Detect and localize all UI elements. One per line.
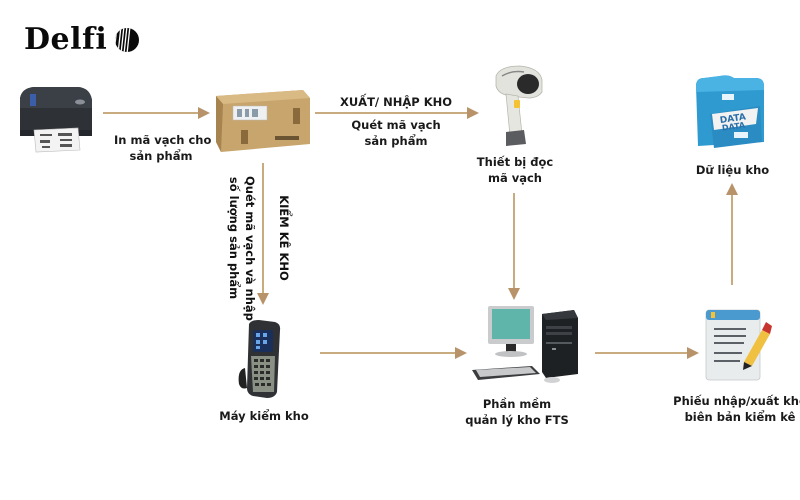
edge-label-print-line1: In mã vạch cho <box>114 133 212 147</box>
edge-label-inventory-line1: Quét mã vạch và nhập <box>243 176 257 321</box>
node-label-document-line1: Phiếu nhập/xuất kho <box>673 394 800 408</box>
edge-label-inventory-line2: số lượng sản phẩm <box>227 176 241 300</box>
cardboard-box-icon <box>216 90 310 152</box>
desktop-computer-icon <box>472 306 578 383</box>
node-label-data: Dữ liệu kho <box>695 163 770 177</box>
node-label-computer: Phần mềm quản lý kho FTS <box>462 396 572 428</box>
node-label-handheld: Máy kiểm kho <box>219 409 309 423</box>
svg-text:DATA: DATA <box>719 113 746 127</box>
brand-logo: Delfi <box>24 22 141 57</box>
edge-title-export-import: XUẤT/ NHẬP KHO <box>339 95 453 109</box>
node-label-document: Phiếu nhập/xuất kho biên bản kiểm kê <box>672 393 800 425</box>
label-printer-icon <box>20 87 92 153</box>
brand-name: Delfi <box>24 22 108 57</box>
node-label-scanner: Thiết bị đọc mã vạch <box>470 154 560 186</box>
node-label-scanner-line1: Thiết bị đọc <box>476 155 554 169</box>
handheld-terminal-icon <box>238 320 281 398</box>
edge-title-inventory: KIỂM KÊ KHO <box>277 195 291 281</box>
edge-label-export-import-line2: sản phẩm <box>364 134 428 148</box>
edge-label-print: In mã vạch cho sản phẩm <box>114 132 212 164</box>
node-label-computer-line1: Phần mềm <box>482 397 552 411</box>
edge-label-inventory: Quét mã vạch và nhập số lượng sản phẩm <box>226 176 258 321</box>
edge-label-export-import: Quét mã vạch sản phẩm <box>336 117 456 149</box>
node-label-computer-line2: quản lý kho FTS <box>465 413 569 427</box>
document-edit-icon <box>705 309 772 381</box>
node-label-scanner-line2: mã vạch <box>487 171 542 185</box>
data-cabinet-icon: DATA DATA <box>696 75 764 148</box>
edge-label-print-line2: sản phẩm <box>129 149 193 163</box>
node-label-document-line2: biên bản kiểm kê <box>684 410 796 424</box>
barcode-scanner-icon <box>495 65 543 146</box>
edge-label-export-import-line1: Quét mã vạch <box>351 118 441 132</box>
striped-globe-icon <box>115 27 140 52</box>
svg-text:DATA: DATA <box>721 121 746 133</box>
